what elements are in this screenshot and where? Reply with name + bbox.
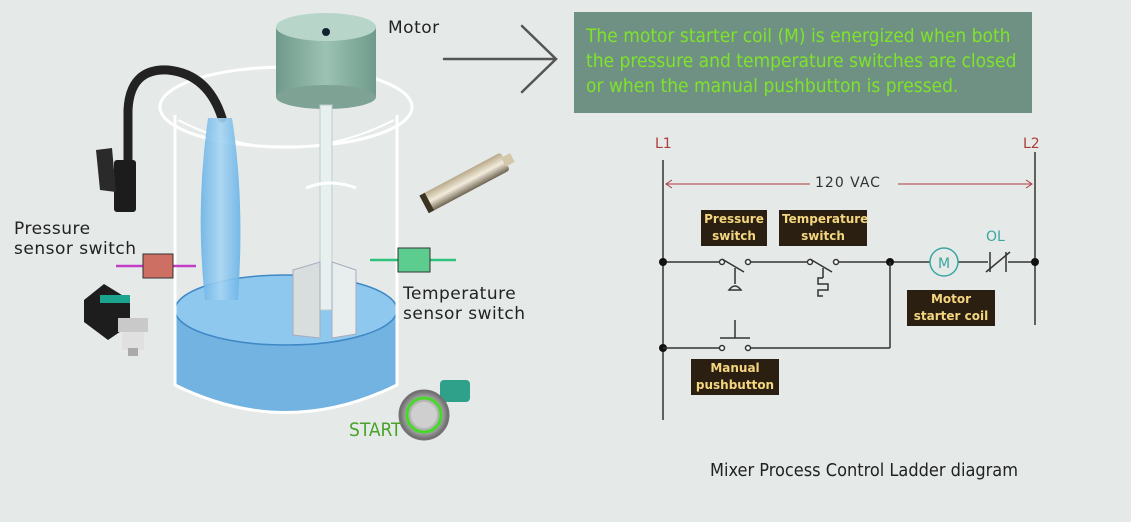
motor-coil-letter: M	[938, 256, 950, 272]
note-line-3: or when the manual pushbutton is pressed…	[586, 75, 959, 97]
motor	[276, 13, 376, 109]
note-line-1: The motor starter coil (M) is energized …	[586, 25, 1011, 47]
diagram-caption: Mixer Process Control Ladder diagram	[710, 460, 1019, 481]
motor-label: Motor	[388, 18, 440, 38]
water-stream	[200, 118, 241, 300]
pressure-switch-symbol	[718, 258, 752, 291]
temperature-probe	[419, 153, 515, 214]
motor-coil-symbol	[929, 247, 959, 277]
temperature-sensor-label: Temperature sensor switch	[403, 284, 526, 324]
manual-pushbutton-symbol	[718, 320, 752, 352]
note-line-2: the pressure and temperature switches ar…	[586, 50, 1017, 72]
pressure-sensor-label-line1: Pressure	[14, 219, 91, 239]
temperature-sensor-box	[370, 247, 456, 273]
temperature-switch-symbol	[806, 258, 840, 297]
rail-l1-label: L1	[655, 136, 672, 152]
pressure-sensor-label: Pressure sensor switch	[14, 219, 137, 259]
motor-starter-coil-label-line2: starter coil	[913, 309, 989, 323]
temperature-switch-label-line2: switch	[801, 229, 845, 243]
overload-label: OL	[986, 229, 1005, 245]
motor-starter-coil-label-line1: Motor	[930, 292, 972, 306]
start-label: START	[349, 419, 402, 441]
mixer-tank-illustration	[84, 13, 558, 441]
arrow-right-icon	[442, 24, 558, 94]
agitator	[292, 104, 357, 339]
start-pushbutton	[398, 380, 470, 441]
voltage-label: 120 VAC	[815, 175, 881, 191]
rail-l2-label: L2	[1023, 136, 1040, 152]
overload-contact-symbol	[985, 251, 1011, 273]
manual-pushbutton-label-line2: pushbutton	[695, 378, 775, 392]
voltage-arrow	[665, 179, 1033, 189]
pressure-switch-label-line1: Pressure	[704, 212, 764, 226]
pressure-switch-label: Pressure switch	[701, 210, 767, 246]
motor-starter-coil-label: Motor starter coil	[907, 290, 995, 326]
faucet	[96, 65, 227, 212]
pressure-transmitter	[84, 284, 148, 356]
pressure-sensor-label-line2: sensor switch	[14, 239, 137, 259]
temperature-switch-label-line1: Temperature	[782, 212, 869, 226]
ladder-diagram: M	[659, 152, 1039, 420]
explanation-note: The motor starter coil (M) is energized …	[574, 12, 1032, 113]
manual-branch	[663, 262, 891, 349]
pressure-sensor-box	[116, 253, 196, 279]
temperature-sensor-label-line2: sensor switch	[403, 304, 526, 324]
manual-pushbutton-label-line1: Manual	[710, 361, 760, 375]
temperature-switch-label: Temperature switch	[779, 210, 869, 246]
temperature-sensor-label-line1: Temperature	[403, 284, 517, 304]
pressure-switch-label-line2: switch	[712, 229, 756, 243]
manual-pushbutton-label: Manual pushbutton	[691, 359, 779, 395]
